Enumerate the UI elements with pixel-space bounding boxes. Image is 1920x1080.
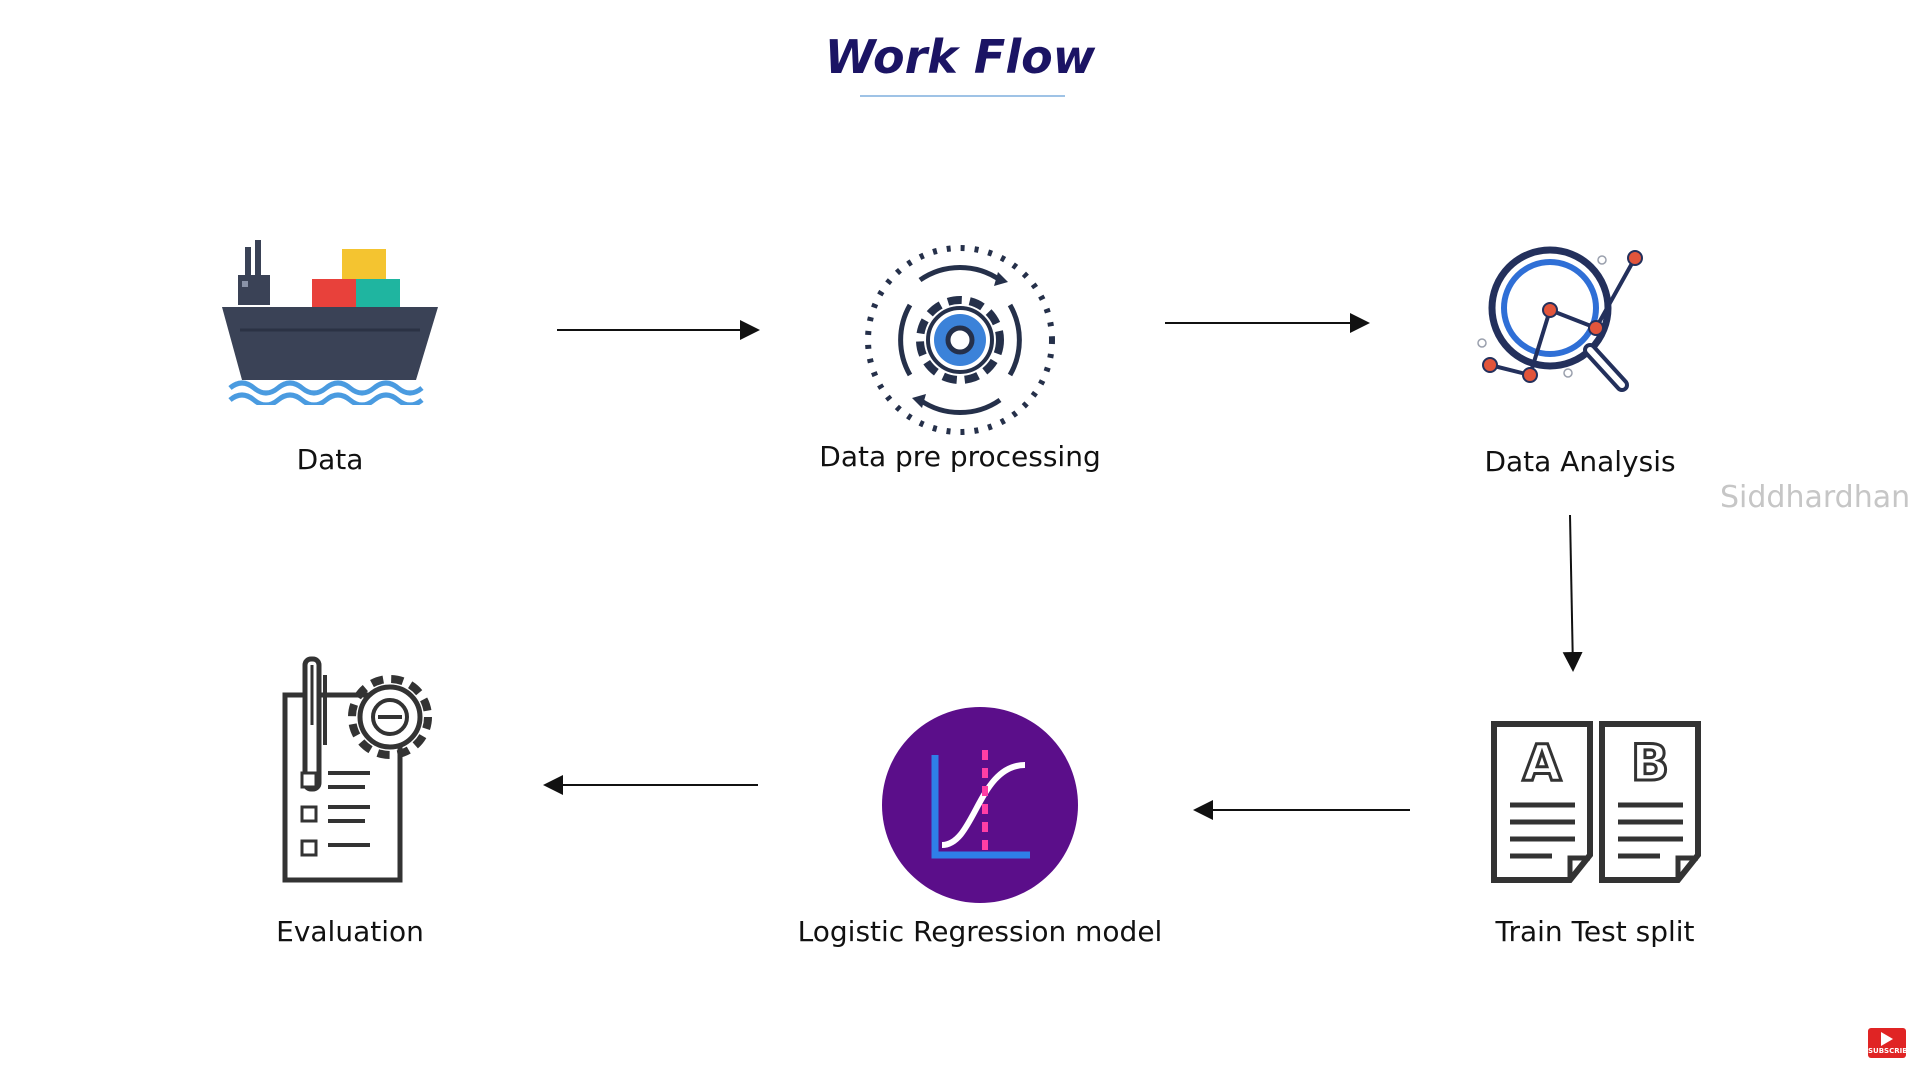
cargo-ship-icon: [222, 240, 438, 405]
step-analysis-label: Data Analysis: [1484, 445, 1676, 478]
gear-cycle-icon: [865, 245, 1055, 435]
ab-documents-icon: A B: [1491, 721, 1701, 883]
svg-text:B: B: [1631, 734, 1669, 792]
subscribe-label: SUBSCRIBE: [1868, 1047, 1913, 1055]
magnifier-chart-icon: [1477, 246, 1643, 392]
checklist-gear-icon: [282, 656, 432, 883]
watermark: Siddhardhan: [1720, 480, 1911, 515]
title-underline: [860, 95, 1065, 97]
step-preprocessing-label: Data pre processing: [819, 440, 1101, 473]
youtube-play-icon: [1881, 1032, 1893, 1046]
arrow-analysis-to-split: [1562, 514, 1583, 672]
svg-text:A: A: [1523, 734, 1562, 792]
diagram-title: Work Flow: [824, 30, 1096, 84]
step-logistic-regression-label: Logistic Regression model: [797, 915, 1163, 948]
step-data-label: Data: [296, 443, 364, 476]
step-evaluation-label: Evaluation: [276, 915, 424, 948]
sigmoid-curve-icon: [882, 707, 1078, 903]
subscribe-button[interactable]: SUBSCRIBE: [1868, 1028, 1913, 1058]
step-train-test-split-label: Train Test split: [1495, 915, 1695, 948]
